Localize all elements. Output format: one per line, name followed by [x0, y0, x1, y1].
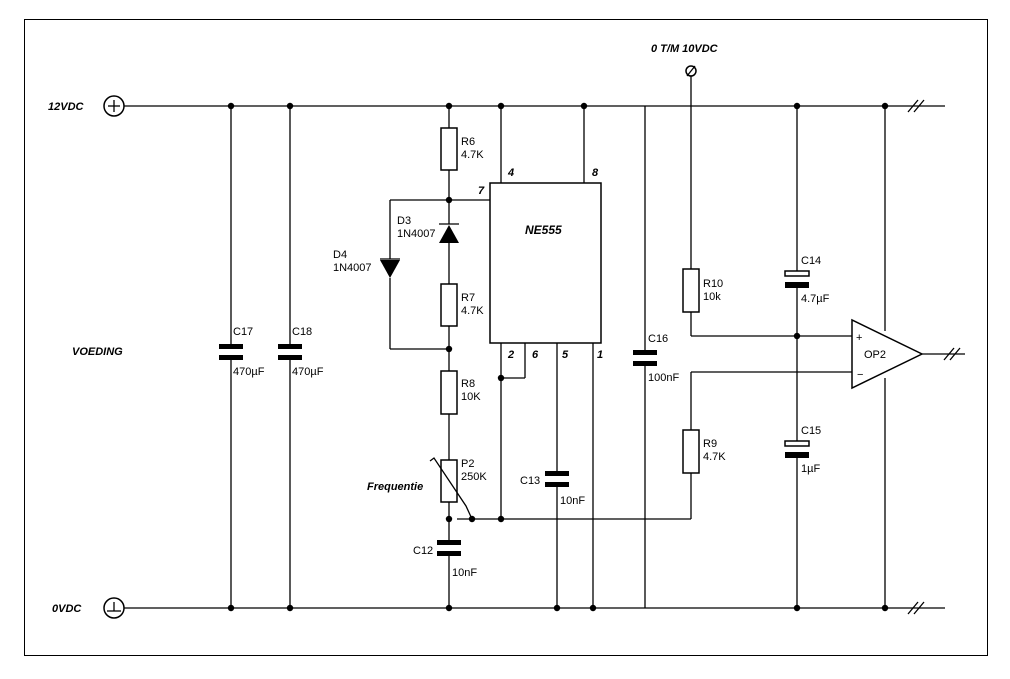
ne555-pin-1: 1 — [597, 349, 603, 361]
control-input-terminal — [685, 65, 697, 269]
resistor-r8 — [440, 370, 458, 460]
section-label-voeding: VOEDING — [72, 346, 123, 358]
c18-ref: C18 — [292, 326, 312, 338]
ne555-label: NE555 — [525, 223, 562, 237]
c16-ref: C16 — [648, 333, 668, 345]
d4-value: 1N4007 — [333, 262, 372, 274]
c17-value: 470µF — [233, 366, 265, 378]
potentiometer-p2 — [429, 457, 501, 540]
r9-ref: R9 — [703, 438, 717, 450]
capacitor-c17 — [219, 106, 243, 608]
p2-function-label: Frequentie — [367, 481, 423, 493]
supply-rail-label: 12VDC — [48, 101, 85, 113]
junction-dots — [227, 102, 889, 612]
supply-rail — [124, 99, 945, 113]
capacitor-c13 — [545, 471, 569, 608]
c15-value: 1µF — [801, 463, 820, 475]
capacitor-c12 — [437, 540, 461, 608]
p2-value: 250K — [461, 471, 487, 483]
c15-ref: C15 — [801, 425, 821, 437]
diode-d4 — [380, 199, 449, 350]
c12-ref: C12 — [413, 545, 433, 557]
diode-d3 — [439, 200, 459, 284]
d3-value: 1N4007 — [397, 228, 436, 240]
r8-value: 10K — [461, 391, 481, 403]
ne555-pin-8: 8 — [592, 167, 599, 179]
ne555-connections — [449, 106, 691, 608]
ne555-pin-5: 5 — [562, 349, 569, 361]
ground-rail — [124, 601, 945, 615]
c12-value: 10nF — [452, 567, 477, 579]
r7-value: 4.7K — [461, 305, 484, 317]
capacitor-c14 — [784, 106, 810, 441]
c13-ref: C13 — [520, 475, 540, 487]
c18-value: 470µF — [292, 366, 324, 378]
c16-value: 100nF — [648, 372, 679, 384]
op2-plus-label: + — [856, 332, 862, 344]
r8-ref: R8 — [461, 378, 475, 390]
opamp-op2 — [851, 106, 965, 608]
resistor-r9 — [682, 371, 852, 519]
c17-ref: C17 — [233, 326, 253, 338]
d3-ref: D3 — [397, 215, 411, 227]
r10-ref: R10 — [703, 278, 723, 290]
d4-ref: D4 — [333, 249, 347, 261]
c14-value: 4.7µF — [801, 293, 830, 305]
schematic-frame — [24, 19, 988, 656]
ground-rail-label: 0VDC — [52, 603, 82, 615]
c14-ref: C14 — [801, 255, 821, 267]
ground-terminal — [103, 597, 125, 619]
ne555-pin-4: 4 — [507, 167, 514, 179]
resistor-r7 — [440, 283, 458, 371]
ne555-pin-2: 2 — [507, 349, 514, 361]
r10-value: 10k — [703, 291, 721, 303]
resistor-r10 — [682, 268, 852, 337]
capacitor-c15 — [784, 440, 810, 608]
ne555-ic — [489, 182, 602, 344]
ne555-pin-6: 6 — [532, 349, 539, 361]
op2-minus-label: − — [857, 369, 863, 381]
resistor-r6 — [440, 106, 458, 200]
op2-label: OP2 — [864, 349, 886, 361]
control-input-label: 0 T/M 10VDC — [651, 43, 719, 55]
r9-value: 4.7K — [703, 451, 726, 463]
ne555-pin-7: 7 — [478, 185, 485, 197]
r7-ref: R7 — [461, 292, 475, 304]
c13-value: 10nF — [560, 495, 585, 507]
capacitor-c18 — [278, 106, 302, 608]
supply-terminal — [103, 95, 125, 117]
r6-value: 4.7K — [461, 149, 484, 161]
p2-ref: P2 — [461, 458, 474, 470]
r6-ref: R6 — [461, 136, 475, 148]
capacitor-c16 — [633, 106, 657, 608]
